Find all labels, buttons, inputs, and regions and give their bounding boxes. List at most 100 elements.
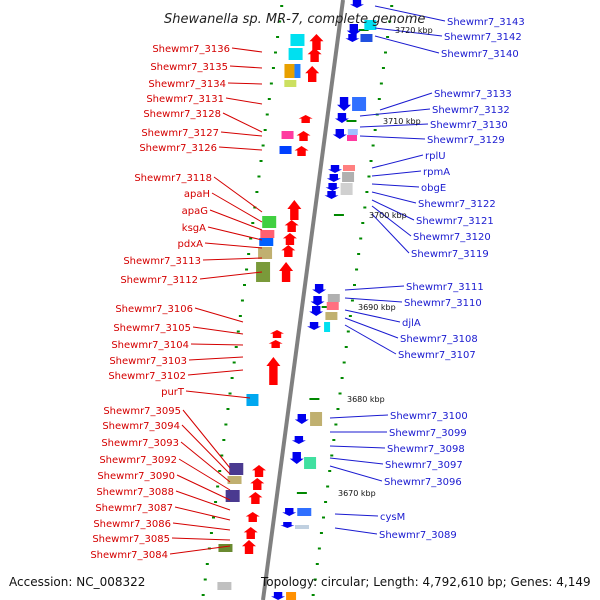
gene-label: Shewmr7_3113: [123, 256, 201, 267]
label-connector: [180, 441, 231, 483]
gene-label: Shewmr7_3136: [152, 44, 230, 55]
gene-label: Shewmr7_3110: [404, 298, 482, 309]
label-connector: [371, 213, 410, 254]
forward-gene-arrow: [250, 478, 265, 490]
forward-gene-arrow: [296, 131, 311, 141]
gene-feature-box: [342, 172, 355, 182]
reverse-gene-arrow: [307, 322, 322, 330]
label-connector: [225, 97, 263, 105]
label-connector: [231, 47, 263, 53]
gene-label: Shewmr7_3099: [389, 428, 467, 439]
gene-feature-box: [364, 20, 377, 30]
gene-label: Shewmr7_3090: [97, 471, 175, 482]
label-connector: [371, 191, 417, 204]
label-connector: [227, 82, 263, 85]
label-connector: [344, 317, 399, 339]
label-connector: [182, 409, 231, 469]
reverse-gene-arrow: [289, 452, 304, 464]
reverse-gene-arrow: [334, 113, 349, 123]
reverse-gene-arrow: [326, 174, 341, 182]
gene-label: rpmA: [423, 167, 450, 178]
label-connector: [374, 35, 440, 54]
gene-label: Shewmr7_3105: [113, 323, 191, 334]
label-connector: [371, 205, 412, 237]
right-gene-labels: Shewmr7_3143 Shewmr7_3142 Shewmr7_3140 S…: [379, 17, 525, 541]
gene-label: Shewmr7_3096: [384, 477, 462, 488]
gene-label: Shewmr7_3100: [390, 411, 468, 422]
gene-label: Shewmr7_3103: [109, 356, 187, 367]
gene-feature-box: [290, 34, 305, 46]
left-gene-labels: Shewmr7_3136 Shewmr7_3135 Shewmr7_3134 S…: [90, 44, 230, 561]
reverse-gene-arrow: [309, 306, 324, 316]
forward-gene-arrow: [279, 262, 294, 282]
forward-gene-arrow: [245, 512, 260, 522]
gene-label: apaG: [182, 206, 208, 217]
gene-feature-box: [340, 183, 353, 195]
label-connector: [207, 226, 263, 241]
label-connector: [359, 108, 431, 117]
gene-feature-box: [281, 131, 294, 139]
reverse-gene-arrow: [312, 284, 327, 294]
gene-label: Shewmr7_3088: [96, 487, 174, 498]
gene-feature-box: [246, 394, 259, 406]
label-connector: [174, 506, 231, 521]
gene-label: djlA: [402, 318, 421, 329]
label-connector: [194, 307, 244, 323]
tick-marks: [201, 5, 394, 596]
reverse-gene-arrow: [328, 165, 342, 173]
reverse-gene-arrow: [291, 436, 306, 444]
gene-label: Shewmr7_3097: [385, 460, 463, 471]
gene-label: Shewmr7_3098: [387, 444, 465, 455]
label-connector: [220, 131, 263, 137]
label-connector: [379, 92, 433, 111]
reverse-gene-arrow: [282, 508, 297, 516]
gene-label: Shewmr7_3122: [418, 199, 496, 210]
gene-feature-box: [343, 165, 355, 171]
label-connector: [374, 27, 443, 37]
label-connector: [374, 5, 446, 22]
label-connector: [371, 183, 420, 188]
forward-gene-arrow: [281, 245, 296, 257]
gene-label: Shewmr7_3135: [150, 62, 228, 73]
gene-feature-box: [294, 64, 301, 78]
gene-label: Shewmr7_3120: [413, 232, 491, 243]
gene-label: Shewmr7_3128: [143, 109, 221, 120]
forward-gene-arrow: [282, 233, 297, 245]
reverse-gene-arrow: [280, 522, 295, 528]
gene-label: Shewmr7_3104: [111, 340, 189, 351]
reverse-gene-arrow: [294, 414, 309, 424]
forward-gene-arrow: [268, 340, 283, 348]
gene-feature-box: [262, 216, 277, 228]
gene-feature-box: [217, 582, 232, 590]
forward-gene-arrow: [294, 146, 309, 156]
accession-text: Accession: NC_008322: [9, 575, 145, 589]
label-connector: [169, 545, 231, 555]
label-connector: [199, 271, 263, 280]
gene-feature-box: [347, 129, 358, 135]
label-connector: [171, 537, 231, 541]
label-connector: [211, 192, 263, 223]
gene-feature-box: [256, 262, 271, 282]
label-connector: [176, 474, 231, 501]
gene-label: Shewmr7_3127: [141, 128, 219, 139]
gene-feature-box: [325, 312, 338, 320]
label-connector: [334, 527, 378, 535]
gene-label: Shewmr7_3118: [134, 173, 212, 184]
gene-label: Shewmr7_3112: [120, 275, 198, 286]
gene-label: Shewmr7_3086: [93, 519, 171, 530]
gene-label: Shewmr7_3093: [101, 438, 179, 449]
gene-feature-box: [347, 135, 357, 141]
label-connector: [213, 176, 263, 213]
gene-label: Shewmr7_3108: [400, 334, 478, 345]
gene-feature-box: [218, 544, 233, 552]
label-connector: [329, 465, 383, 482]
kbp-label: 3670 kbp: [338, 489, 376, 498]
gene-feature-box: [324, 322, 331, 332]
forward-gene-arrow: [248, 492, 263, 504]
map-title: Shewanella sp. MR-7, complete genome: [164, 12, 425, 27]
gene-feature-box: [260, 230, 275, 238]
gene-label: purT: [161, 387, 185, 398]
gene-feature-box: [288, 48, 303, 60]
gene-feature-box: [259, 238, 274, 246]
reverse-gene-arrow: [271, 592, 286, 600]
